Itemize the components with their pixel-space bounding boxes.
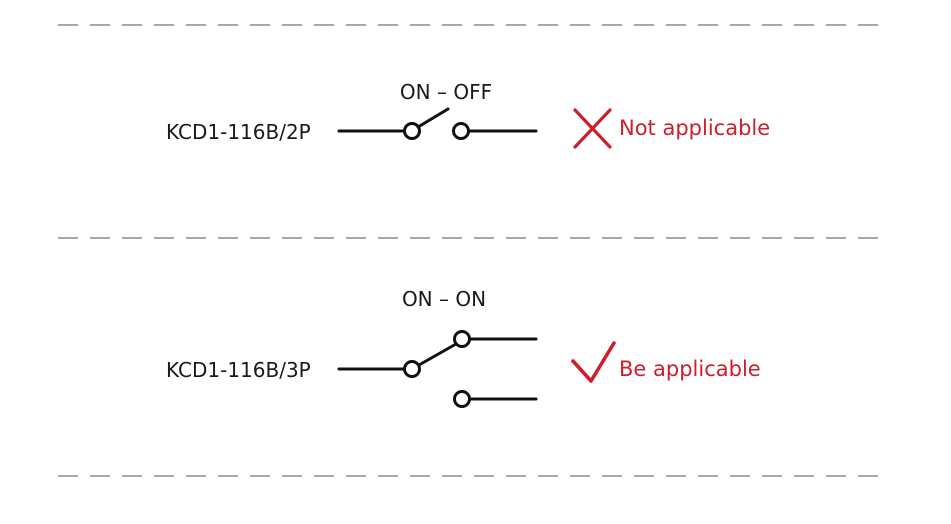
terminal-out [452, 122, 470, 140]
terminal-common [403, 122, 421, 140]
model-label: KCD1-116B/2P [166, 120, 311, 144]
status-label: Be applicable [619, 357, 761, 381]
model-label: KCD1-116B/3P [166, 358, 311, 382]
spst-switch-symbol [337, 107, 538, 140]
terminal-lower [453, 390, 471, 408]
status-label: Not applicable [619, 116, 770, 140]
mode-label: ON – OFF [400, 80, 492, 104]
row-spst: KCD1-116B/2P ON – OFF Not applicable [166, 80, 770, 149]
mode-label: ON – ON [402, 287, 486, 311]
switch-lever [417, 342, 458, 367]
switch-lever [416, 107, 450, 129]
terminal-common [403, 360, 421, 378]
row-spdt: KCD1-116B/3P ON – ON Be applicable [166, 287, 761, 408]
terminal-upper [453, 330, 471, 348]
spdt-switch-symbol [337, 330, 538, 408]
checkmark-icon [571, 341, 616, 383]
cross-icon [573, 108, 612, 149]
